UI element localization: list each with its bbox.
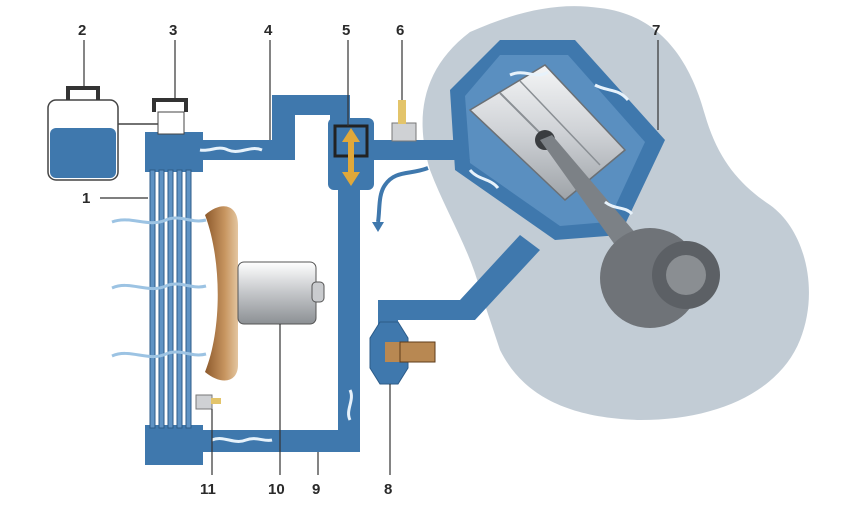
temperature-sensor: [391, 100, 417, 142]
fan: [205, 206, 238, 381]
flow-arrows: [199, 70, 634, 443]
callout-8: 8: [384, 481, 392, 498]
airflow-arrows: [111, 216, 207, 359]
fan-sensor: [195, 394, 221, 410]
callout-1: 1: [82, 190, 90, 207]
callout-10: 10: [268, 481, 285, 498]
callout-3: 3: [169, 22, 177, 39]
expansion-tank: [47, 86, 165, 181]
thermostat: [333, 124, 369, 186]
callout-9: 9: [312, 481, 320, 498]
callout-4: 4: [264, 22, 273, 39]
callout-5: 5: [342, 22, 350, 39]
callout-11: 11: [200, 481, 216, 498]
callout-6: 6: [396, 22, 404, 39]
callout-2: 2: [78, 22, 86, 39]
crankshaft: [600, 228, 720, 328]
callout-labels: 1 2 3 4 5 6 7 8 9 10 11: [78, 22, 660, 498]
bypass-flow-arrow: [372, 166, 429, 232]
radiator: [145, 132, 203, 465]
leader-lines: [83, 40, 659, 475]
water-pump: [369, 321, 436, 385]
radiator-cap: [152, 98, 188, 135]
callout-7: 7: [652, 22, 660, 39]
fan-motor: [237, 261, 325, 475]
